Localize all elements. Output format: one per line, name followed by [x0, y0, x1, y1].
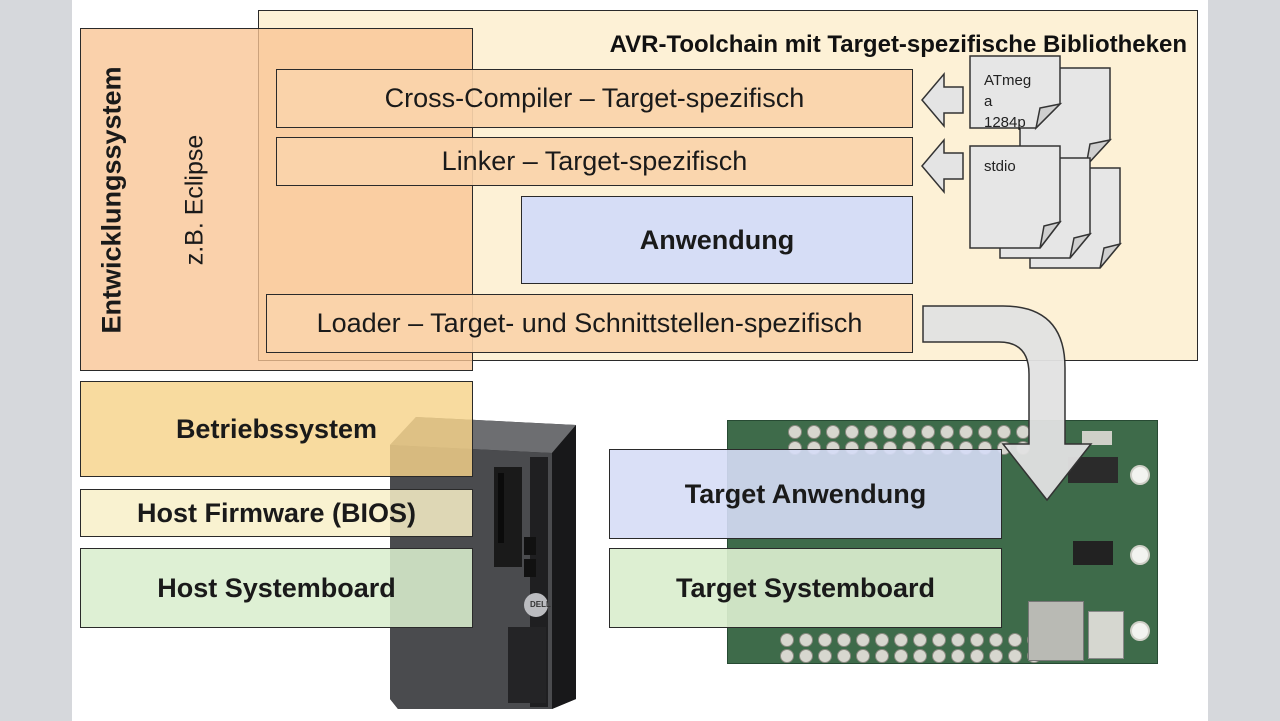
- application-box: Anwendung: [521, 196, 913, 284]
- atmega-library-label: ATmeg a 1284p: [984, 72, 1032, 131]
- stdio-library-label: stdio: [984, 158, 1016, 175]
- library-document-icon: [969, 145, 1062, 249]
- host-systemboard-label: Host Systemboard: [157, 572, 396, 603]
- host-systemboard-box: Host Systemboard: [80, 548, 473, 628]
- pc-brand-logo: DELL: [530, 600, 551, 609]
- library-document-icon: [969, 55, 1063, 154]
- host-firmware-box: Host Firmware (BIOS): [80, 489, 473, 537]
- host-firmware-label: Host Firmware (BIOS): [136, 497, 417, 528]
- operating-system-box: Betriebssystem: [80, 381, 473, 477]
- eclipse-label: z.B. Eclipse: [180, 134, 209, 266]
- operating-system-label: Betriebssystem: [175, 413, 378, 444]
- loader-label: Loader – Target- und Schnittstellen-spez…: [316, 308, 863, 338]
- toolchain-title: AVR-Toolchain mit Target-spezifische Bib…: [609, 31, 1187, 58]
- cross-compiler-box: Cross-Compiler – Target-spezifisch: [276, 69, 913, 128]
- linker-box: Linker – Target-spezifisch: [276, 137, 913, 186]
- cross-compiler-label: Cross-Compiler – Target-spezifisch: [384, 83, 805, 113]
- download-arrow-icon: [922, 305, 1093, 502]
- target-application-box: Target Anwendung: [609, 449, 1002, 539]
- linker-label: Linker – Target-spezifisch: [441, 146, 748, 176]
- target-systemboard-label: Target Systemboard: [675, 572, 936, 603]
- target-systemboard-box: Target Systemboard: [609, 548, 1002, 628]
- development-system-label: Entwicklungssystem: [96, 66, 127, 334]
- arrow-left-icon: [921, 137, 964, 195]
- loader-box: Loader – Target- und Schnittstellen-spez…: [266, 294, 913, 353]
- application-label: Anwendung: [639, 224, 795, 255]
- arrow-left-icon: [921, 71, 964, 129]
- target-application-label: Target Anwendung: [684, 478, 927, 509]
